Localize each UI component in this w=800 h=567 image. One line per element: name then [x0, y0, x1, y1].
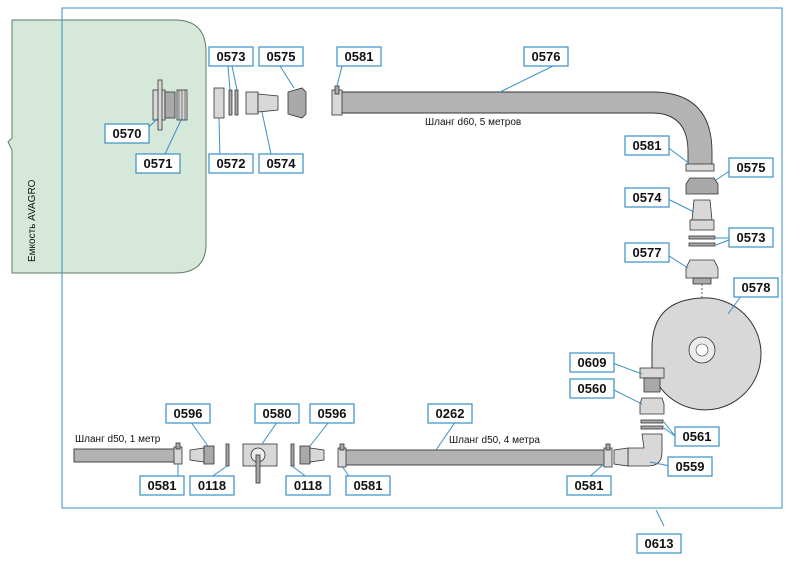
clamp-0581-top	[331, 85, 343, 116]
elbow-0559	[627, 433, 663, 467]
gasket-0118-left	[225, 443, 230, 467]
system-frame	[61, 7, 783, 509]
svg-text:0559: 0559	[676, 459, 705, 474]
clamp-0581-1m	[173, 442, 183, 465]
hose-d50-4m-caption: Шланг d50, 4 метра	[449, 435, 540, 446]
hose-d50-1m	[73, 448, 179, 463]
barb-0596-right	[299, 445, 325, 465]
label-0561: 0561	[674, 426, 720, 447]
label-0581-d50-right: 0581	[566, 475, 612, 496]
label-0578: 0578	[733, 277, 779, 298]
label-0609: 0609	[569, 352, 615, 373]
tank-fitting-0571	[176, 89, 188, 121]
label-0559: 0559	[667, 456, 713, 477]
gaskets-0573	[228, 89, 239, 116]
svg-text:0574: 0574	[633, 190, 663, 205]
gasket-0118-right	[290, 443, 295, 467]
label-0560: 0560	[569, 378, 615, 399]
label-0574-right: 0574	[624, 187, 670, 208]
clamp-0581-d50-right	[603, 443, 613, 468]
svg-text:0609: 0609	[578, 355, 607, 370]
svg-text:0572: 0572	[217, 156, 246, 171]
svg-text:0578: 0578	[742, 280, 771, 295]
svg-text:0560: 0560	[578, 381, 607, 396]
svg-text:0561: 0561	[683, 429, 712, 444]
label-0575-right: 0575	[728, 157, 774, 178]
svg-text:0574: 0574	[267, 156, 297, 171]
hose-d50-4m	[341, 449, 609, 466]
hose-barb-0574	[245, 91, 279, 115]
svg-text:0581: 0581	[633, 138, 662, 153]
svg-text:0570: 0570	[113, 126, 142, 141]
svg-text:0576: 0576	[532, 49, 561, 64]
label-0118-left: 0118	[189, 475, 235, 496]
coupling-0575-right	[685, 177, 719, 195]
svg-text:0571: 0571	[144, 156, 173, 171]
clamp-0581-d50-left	[337, 443, 347, 468]
svg-text:0118: 0118	[198, 478, 226, 493]
svg-text:0573: 0573	[737, 230, 766, 245]
pump-inlet-center	[695, 343, 709, 357]
label-0596-left: 0596	[165, 403, 211, 424]
nut-0572	[213, 87, 225, 119]
svg-text:0573: 0573	[217, 49, 246, 64]
svg-text:0581: 0581	[345, 49, 374, 64]
label-0118-right: 0118	[285, 475, 331, 496]
svg-text:0575: 0575	[737, 160, 766, 175]
svg-text:0581: 0581	[148, 478, 177, 493]
svg-text:0596: 0596	[174, 406, 203, 421]
svg-text:0118: 0118	[294, 478, 322, 493]
label-0581-1m: 0581	[139, 475, 185, 496]
tank-shape	[7, 19, 207, 274]
svg-text:0596: 0596	[318, 406, 347, 421]
svg-text:0581: 0581	[575, 478, 604, 493]
label-0572: 0572	[208, 153, 254, 174]
label-0596-right: 0596	[309, 403, 355, 424]
coupling-0560	[639, 397, 665, 415]
label-0571: 0571	[135, 153, 181, 174]
label-0573-top: 0573	[208, 46, 254, 67]
valve-0580	[242, 443, 278, 484]
label-0581-right: 0581	[624, 135, 670, 156]
elbow-0559-barb	[613, 447, 629, 467]
gaskets-0561	[640, 419, 664, 430]
hose-barb-0574-right	[689, 199, 715, 231]
gaskets-0573-right	[688, 235, 716, 247]
svg-text:0577: 0577	[633, 245, 662, 260]
label-0613: 0613	[636, 533, 682, 554]
tank-label: Емкость AVAGRO	[27, 179, 38, 262]
label-0581-top: 0581	[336, 46, 382, 67]
label-0575-top: 0575	[258, 46, 304, 67]
tank-fitting-0570	[152, 79, 176, 131]
label-0573-right: 0573	[728, 227, 774, 248]
label-0570: 0570	[104, 123, 150, 144]
clamp-0581-right	[685, 163, 715, 172]
adapter-0577	[685, 259, 719, 285]
label-0580: 0580	[254, 403, 300, 424]
label-0577: 0577	[624, 242, 670, 263]
label-0581-d50-left: 0581	[345, 475, 391, 496]
barb-0596-left	[189, 445, 215, 465]
svg-text:0581: 0581	[354, 478, 383, 493]
svg-text:0580: 0580	[263, 406, 292, 421]
hose-d60-caption: Шланг d60, 5 метров	[425, 117, 521, 128]
label-0576: 0576	[523, 46, 569, 67]
svg-text:0262: 0262	[436, 406, 465, 421]
label-0574-top: 0574	[258, 153, 304, 174]
label-0262: 0262	[427, 403, 473, 424]
svg-text:0575: 0575	[267, 49, 296, 64]
hose-d50-1m-caption: Шланг d50, 1 метр	[75, 434, 161, 445]
coupling-0575	[287, 87, 307, 119]
nipple-0609	[639, 367, 665, 393]
svg-text:0613: 0613	[645, 536, 674, 551]
